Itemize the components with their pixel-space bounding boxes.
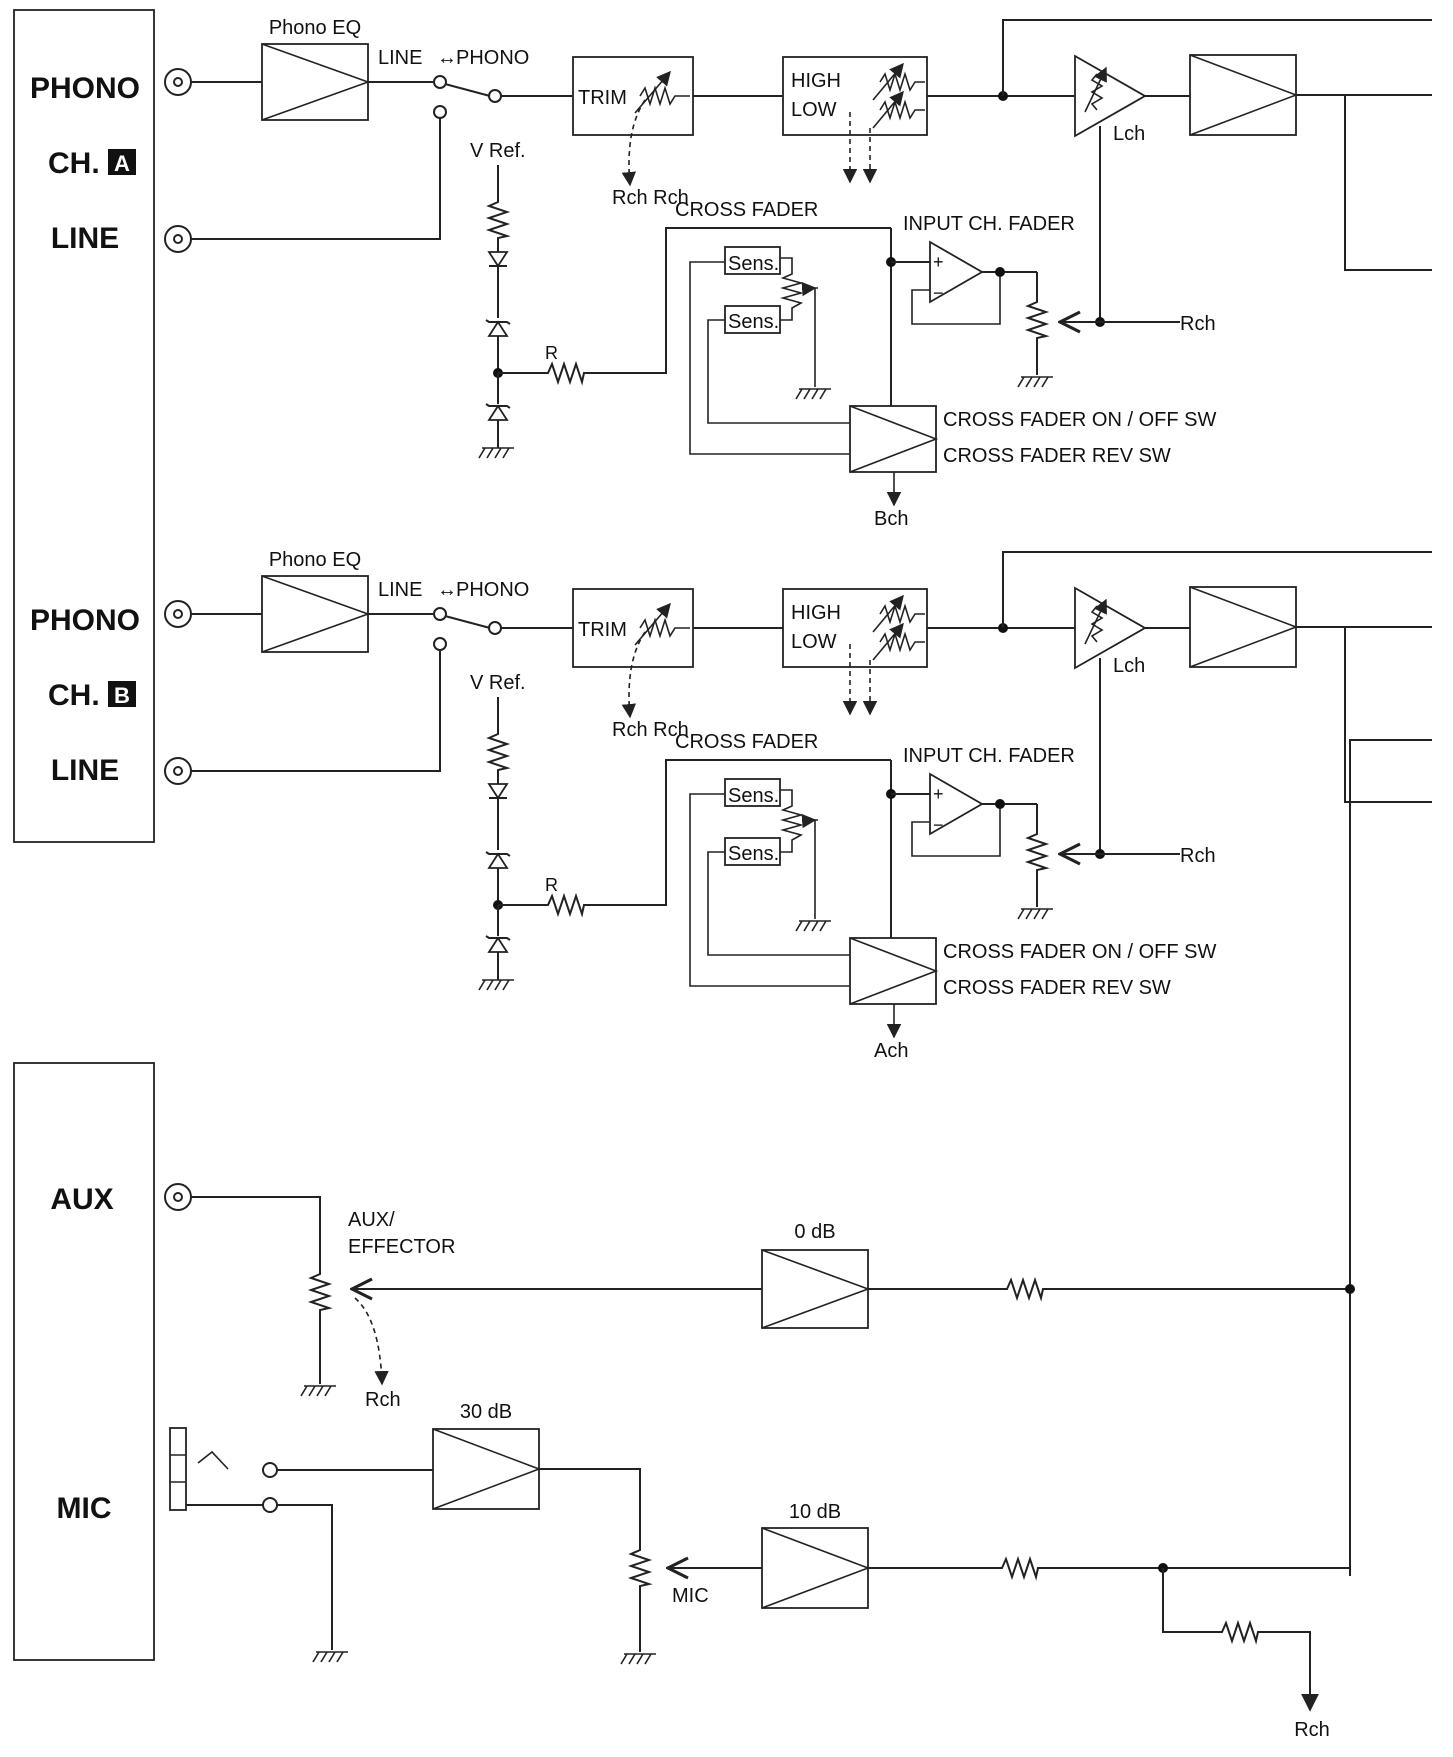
ch-a-letter: A: [114, 151, 130, 176]
out-ch-label: Bch: [874, 508, 908, 530]
low-label: LOW: [791, 631, 837, 653]
ch-a-label: CH.: [48, 147, 100, 180]
lch-label: Lch: [1113, 655, 1145, 677]
cross-fader-label: CROSS FADER: [675, 199, 818, 221]
trim-label: TRIM: [578, 87, 627, 109]
rch-label: Rch: [1180, 845, 1216, 867]
cf-on-off-label: CROSS FADER ON / OFF SW: [943, 409, 1216, 431]
sens-1-label: Sens.: [728, 785, 779, 807]
mic-jack: [169, 1427, 278, 1513]
opamp-minus: −: [933, 815, 944, 835]
rch-rch-label: Rch Rch: [612, 719, 689, 741]
aux-effector-label-2: EFFECTOR: [348, 1236, 455, 1258]
phono-b-label: PHONO: [30, 604, 140, 637]
low-label: LOW: [791, 99, 837, 121]
cf-rev-label: CROSS FADER REV SW: [943, 977, 1171, 999]
mic-preamp-gain: 30 dB: [460, 1401, 512, 1423]
ch-b-label: CH.: [48, 679, 100, 712]
aux-effector-label-1: AUX/: [348, 1209, 395, 1231]
sens-2-label: Sens.: [728, 843, 779, 865]
high-label: HIGH: [791, 602, 841, 624]
switch-phono-label: PHONO: [456, 47, 529, 69]
ch-b-letter: B: [114, 683, 130, 708]
vref-label: V Ref.: [470, 672, 526, 694]
switch-arrow: ↔: [437, 579, 457, 601]
opamp-plus: +: [933, 784, 944, 804]
phono-a-label: PHONO: [30, 72, 140, 105]
ch-a-badge: [108, 149, 136, 175]
cf-rev-label: CROSS FADER REV SW: [943, 445, 1171, 467]
aux-amp-gain: 0 dB: [794, 1221, 835, 1243]
ch-b-badge: [108, 681, 136, 707]
lch-label: Lch: [1113, 123, 1145, 145]
sens-2-label: Sens.: [728, 311, 779, 333]
out-ch-label: Ach: [874, 1040, 908, 1062]
aux-mic-input-panel: [13, 1062, 155, 1661]
mic-30db-preamp: [432, 1428, 542, 1510]
aux-label: AUX: [50, 1183, 113, 1216]
channel-a-module: PHONO CH. A LINE Phono EQ LINE ↔ PHONO T…: [30, 17, 1432, 530]
sens-1-label: Sens.: [728, 253, 779, 275]
rch-rch-label: Rch Rch: [612, 187, 689, 209]
trim-label: TRIM: [578, 619, 627, 641]
opamp-minus: −: [933, 283, 944, 303]
r-label: R: [545, 343, 558, 363]
switch-phono-label: PHONO: [456, 579, 529, 601]
cf-on-off-label: CROSS FADER ON / OFF SW: [943, 941, 1216, 963]
r-label: R: [545, 875, 558, 895]
mic-amp-gain: 10 dB: [789, 1501, 841, 1523]
mic-section: MIC 30 dB MIC 10 dB: [57, 1401, 1351, 1741]
vref-label: V Ref.: [470, 140, 526, 162]
phono-eq-label: Phono EQ: [269, 549, 361, 571]
mic-pot-label: MIC: [672, 1585, 709, 1607]
channel-input-panel: [13, 9, 155, 843]
switch-arrow: ↔: [437, 47, 457, 69]
switch-line-label: LINE: [378, 47, 422, 69]
cross-fader-label: CROSS FADER: [675, 731, 818, 753]
channel-b-module: PHONO CH. B LINE Phono EQ LINE ↔ PHONO T…: [30, 549, 1432, 1062]
rch-label: Rch: [1180, 313, 1216, 335]
mic-label: MIC: [57, 1492, 112, 1525]
line-b-label: LINE: [51, 754, 119, 787]
phono-eq-label: Phono EQ: [269, 17, 361, 39]
high-label: HIGH: [791, 70, 841, 92]
mic-10db-amp: [761, 1527, 871, 1609]
switch-line-label: LINE: [378, 579, 422, 601]
aux-0db-amp: [761, 1249, 871, 1329]
opamp-plus: +: [933, 252, 944, 272]
input-ch-fader-label: INPUT CH. FADER: [903, 745, 1075, 767]
line-a-label: LINE: [51, 222, 119, 255]
aux-rch-label: Rch: [365, 1389, 401, 1411]
mic-rch-label: Rch: [1294, 1719, 1330, 1741]
input-ch-fader-label: INPUT CH. FADER: [903, 213, 1075, 235]
aux-jack: [164, 1183, 192, 1211]
aux-section: AUX AUX/ EFFECTOR Rch 0 dB: [50, 1183, 1355, 1411]
